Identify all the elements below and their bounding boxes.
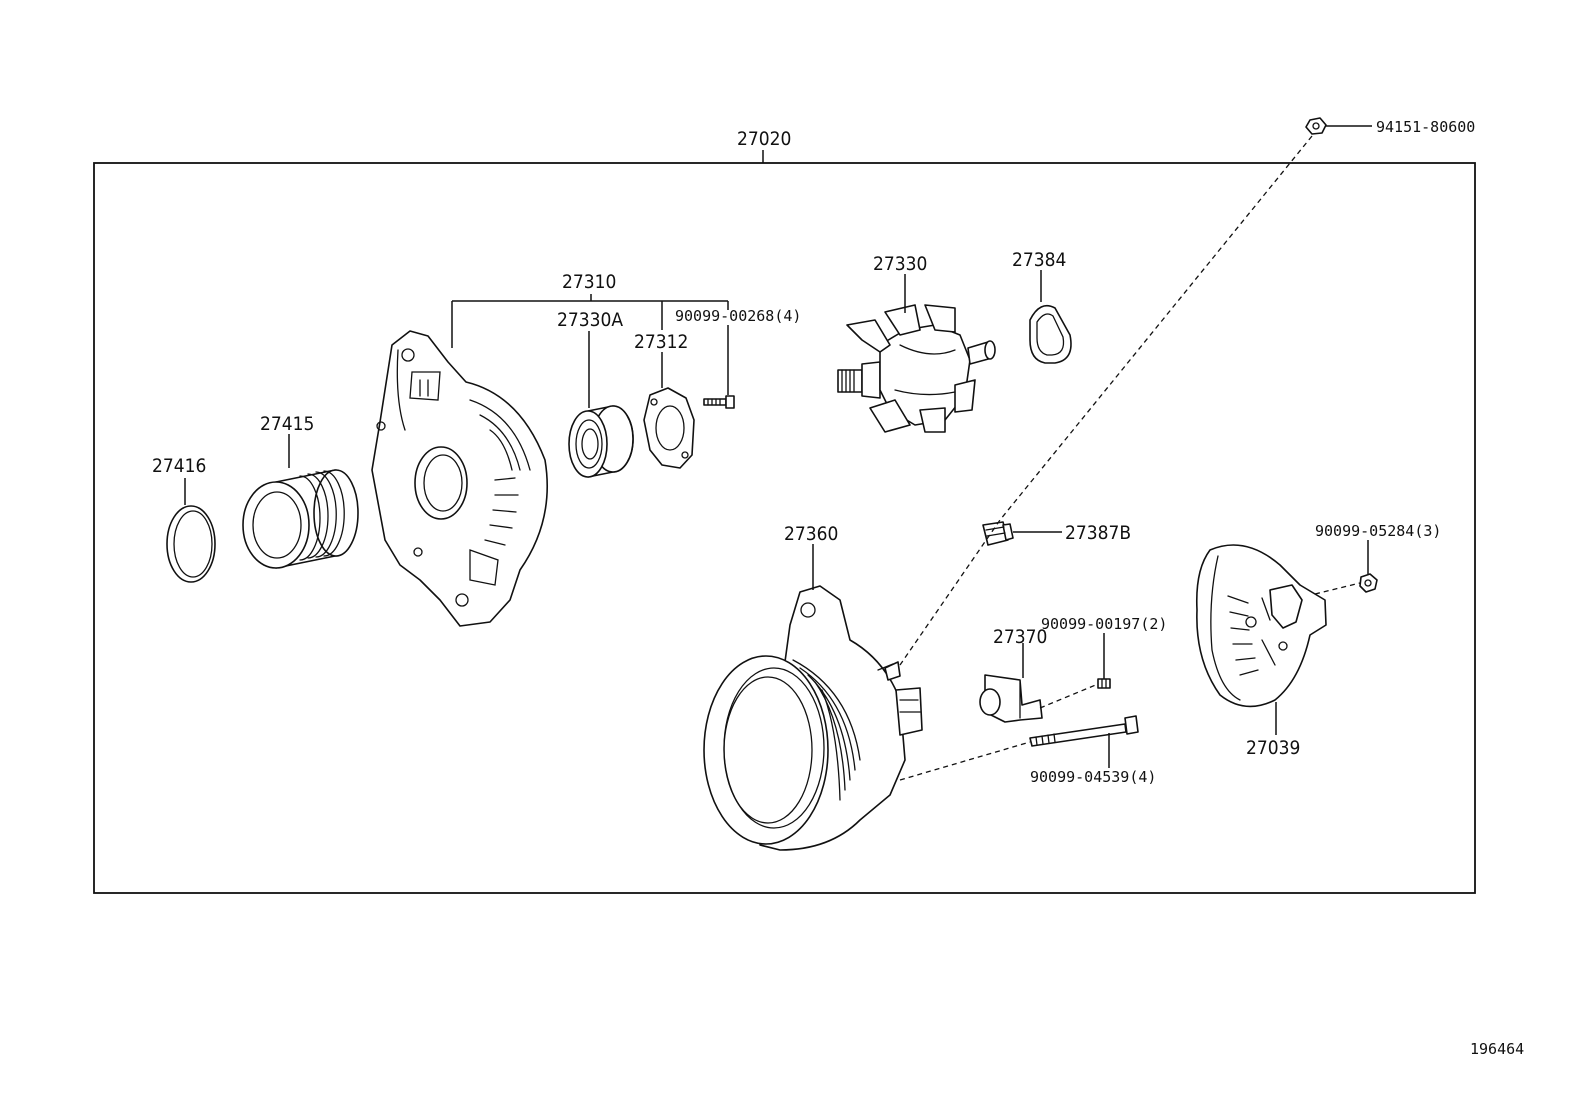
label-90099-00197: 90099-00197(2) bbox=[1041, 615, 1167, 633]
part-27416-cover[interactable]: 27416 bbox=[152, 455, 216, 583]
label-27330A: 27330A bbox=[557, 309, 623, 331]
drawing-number: 196464 bbox=[1470, 1040, 1524, 1058]
label-27039: 27039 bbox=[1246, 737, 1300, 759]
part-27312-retainer-plate[interactable]: 27312 bbox=[634, 331, 695, 469]
label-27415: 27415 bbox=[260, 413, 314, 435]
label-94151-80600: 94151-80600 bbox=[1376, 118, 1475, 136]
label-27310: 27310 bbox=[562, 271, 616, 293]
label-90099-00268: 90099-00268(4) bbox=[675, 307, 801, 325]
part-27330A-bearing[interactable]: 27330A bbox=[557, 309, 634, 478]
part-90099-00268-screw[interactable]: 90099-00268(4) bbox=[675, 307, 801, 409]
label-27416: 27416 bbox=[152, 455, 206, 477]
part-94151-80600-nut[interactable]: 94151-80600 bbox=[1305, 117, 1475, 136]
part-27415-pulley[interactable]: 27415 bbox=[242, 413, 359, 569]
part-90099-00197-screw[interactable]: 90099-00197(2) bbox=[1039, 615, 1167, 709]
part-90099-05284-nut[interactable]: 90099-05284(3) bbox=[1314, 522, 1441, 595]
label-27312: 27312 bbox=[634, 331, 688, 353]
label-27360: 27360 bbox=[784, 523, 838, 545]
part-27039-rear-end-cover[interactable]: 27039 bbox=[1195, 544, 1327, 759]
label-27387B: 27387B bbox=[1065, 522, 1131, 544]
part-90099-04539-bolt[interactable]: 90099-04539(4) bbox=[899, 715, 1156, 786]
part-27387B-terminal-insulator[interactable]: 27387B bbox=[982, 521, 1131, 546]
guide-line-nut-to-stud bbox=[899, 135, 1313, 666]
part-27360-rectifier-end-frame[interactable]: 27360 bbox=[703, 523, 923, 851]
assembly-label: 27020 bbox=[737, 128, 791, 150]
assembly-frame: 27020 bbox=[93, 128, 1476, 894]
label-27330: 27330 bbox=[873, 253, 927, 275]
part-27310-drive-end-frame[interactable] bbox=[371, 330, 548, 627]
part-27370-brush-holder[interactable]: 27370 bbox=[979, 626, 1047, 723]
part-27384-seal-ring[interactable]: 27384 bbox=[1012, 249, 1072, 364]
bracket-27310: 27310 bbox=[451, 271, 729, 348]
label-27370: 27370 bbox=[993, 626, 1047, 648]
label-90099-04539: 90099-04539(4) bbox=[1030, 768, 1156, 786]
label-90099-05284: 90099-05284(3) bbox=[1315, 522, 1441, 540]
label-27384: 27384 bbox=[1012, 249, 1066, 271]
part-27330-rotor[interactable]: 27330 bbox=[837, 253, 996, 433]
